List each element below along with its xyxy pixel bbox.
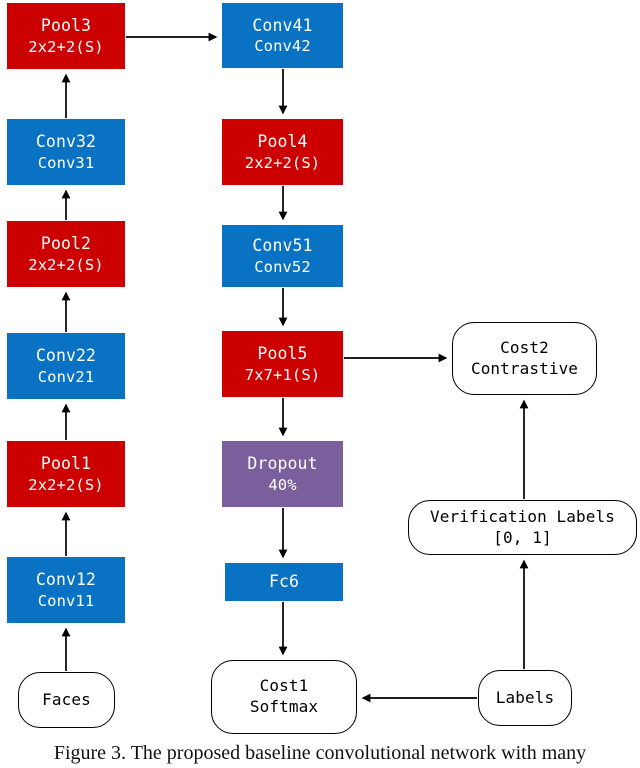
node-conv22-conv21[interactable]: Conv22 Conv21 [7,333,125,399]
node-cost2-line1: Cost2 [500,337,549,357]
node-labels-label: Labels [495,687,555,707]
node-conv51-conv52[interactable]: Conv51 Conv52 [222,225,343,287]
node-cost1-softmax[interactable]: Cost1 Softmax [211,660,357,734]
node-dropout-line2: 40% [268,475,297,494]
node-pool4-line2: 2x2+2(S) [244,153,321,172]
node-cost1-line1: Cost1 [259,676,309,696]
node-conv41-conv42-line1: Conv41 [252,15,313,35]
node-conv51-conv52-line2: Conv52 [254,257,311,276]
node-labels[interactable]: Labels [478,670,572,726]
node-dropout-line1: Dropout [247,454,318,474]
node-pool2-line1: Pool2 [40,234,92,254]
node-cost2-contrastive[interactable]: Cost2 Contrastive [452,322,597,395]
node-conv41-conv42[interactable]: Conv41 Conv42 [222,3,343,68]
node-pool3-line1: Pool3 [40,16,92,36]
node-pool2-line2: 2x2+2(S) [28,255,104,274]
node-fc6-label: Fc6 [268,572,300,592]
node-pool4-line1: Pool4 [257,132,308,152]
node-faces-label: Faces [42,689,91,709]
node-cost2-line2: Contrastive [470,358,579,378]
node-pool1[interactable]: Pool1 2x2+2(S) [7,441,125,507]
node-verification-labels[interactable]: Verification Labels [0, 1] [408,500,637,555]
node-pool2[interactable]: Pool2 2x2+2(S) [7,221,125,287]
node-fc6[interactable]: Fc6 [225,563,343,601]
node-cost1-line2: Softmax [249,697,319,716]
node-pool5[interactable]: Pool5 7x7+1(S) [222,331,343,397]
node-pool3-line2: 2x2+2(S) [28,37,104,56]
node-conv32-conv31-line1: Conv32 [35,132,97,152]
node-verification-labels-line1: Verification Labels [430,506,615,526]
node-dropout[interactable]: Dropout 40% [222,441,343,507]
node-conv22-conv21-line1: Conv22 [35,346,97,366]
node-conv12-conv11[interactable]: Conv12 Conv11 [7,557,125,623]
figure-caption: Figure 3. The proposed baseline convolut… [53,742,587,764]
node-pool5-line1: Pool5 [257,344,308,364]
node-conv12-conv11-line2: Conv11 [37,591,95,610]
node-conv41-conv42-line2: Conv42 [254,37,311,56]
node-verification-labels-line2: [0, 1] [493,527,552,547]
node-pool1-line2: 2x2+2(S) [28,475,104,494]
node-pool5-line2: 7x7+1(S) [244,365,321,384]
node-pool4[interactable]: Pool4 2x2+2(S) [222,119,343,185]
node-conv12-conv11-line1: Conv12 [35,570,97,590]
node-pool3[interactable]: Pool3 2x2+2(S) [7,3,125,69]
node-conv22-conv21-line2: Conv21 [37,367,95,386]
node-conv51-conv52-line1: Conv51 [252,236,313,256]
node-pool1-line1: Pool1 [40,454,92,474]
node-conv32-conv31[interactable]: Conv32 Conv31 [7,119,125,185]
node-conv32-conv31-line2: Conv31 [37,153,95,172]
node-faces[interactable]: Faces [18,672,115,728]
